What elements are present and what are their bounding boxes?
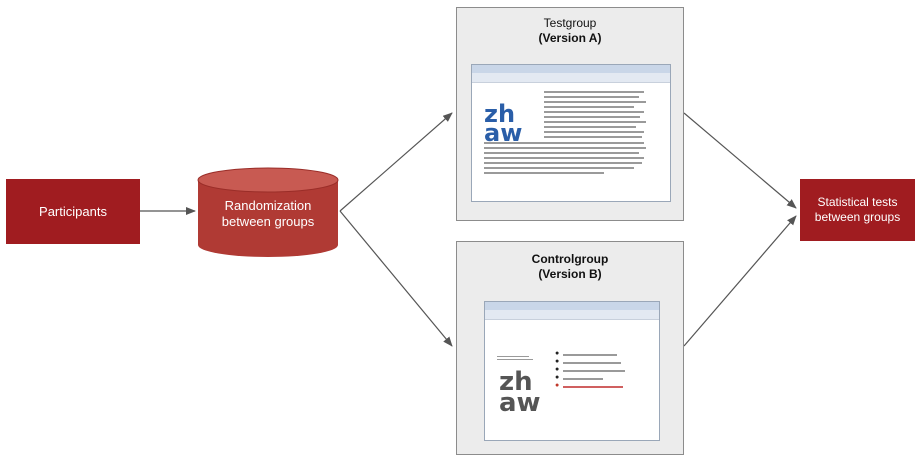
participants-box: Participants	[6, 179, 140, 244]
stats-line1: Statistical tests	[817, 195, 898, 209]
randomization-label: Randomization between groups	[198, 198, 338, 230]
browser-addressbar	[472, 73, 670, 83]
arrow-randomization-to-controlgroup	[339, 210, 453, 347]
arrow-randomization-to-testgroup	[339, 112, 453, 212]
arrow-testgroup-to-stats	[683, 112, 797, 209]
controlgroup-title: Controlgroup	[531, 252, 609, 266]
controlgroup-subtitle: (Version B)	[538, 267, 602, 281]
statistical-tests-box: Statistical tests between groups	[800, 179, 915, 241]
stats-line2: between groups	[814, 210, 901, 224]
browser-titlebar	[485, 302, 659, 310]
testgroup-subtitle: (Version A)	[538, 31, 602, 45]
browser-titlebar	[472, 65, 670, 73]
randomization-cylinder	[197, 167, 339, 257]
randomization-line2: between groups	[221, 214, 315, 229]
arrow-controlgroup-to-stats	[683, 215, 797, 347]
participants-label: Participants	[39, 204, 107, 219]
browser-addressbar	[485, 310, 659, 320]
testgroup-title: Testgroup	[543, 16, 597, 30]
randomization-line1: Randomization	[224, 198, 312, 213]
